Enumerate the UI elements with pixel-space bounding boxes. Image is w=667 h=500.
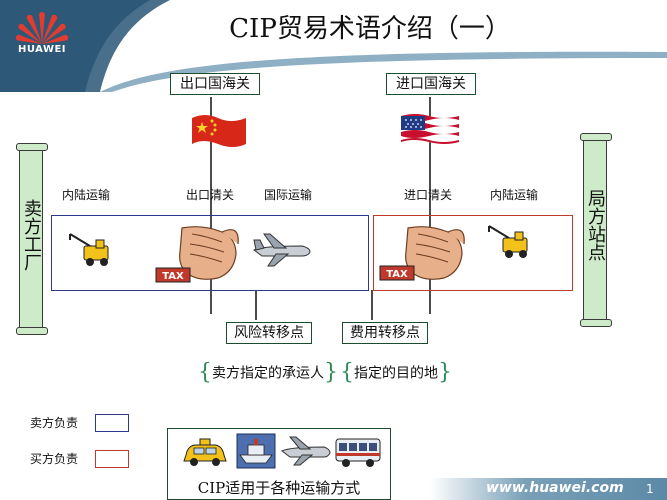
transport-modes-caption: CIP适用于各种运输方式: [197, 479, 361, 497]
cost-transfer-point-label: 费用转移点: [342, 322, 428, 344]
inland-transport-left-label: 内陆运输: [62, 188, 111, 202]
usa-flag-icon: [401, 114, 459, 144]
tax-fist-icon: TAX: [155, 226, 239, 283]
page-number: 1: [646, 482, 654, 496]
forklift-icon: [488, 225, 528, 258]
ship-icon: [236, 433, 276, 469]
forklift-icon: [69, 233, 109, 266]
risk-transfer-point-label: 风险转移点: [226, 322, 312, 344]
huawei-logo-icon: [15, 12, 69, 44]
tax-fist-icon: TAX: [379, 226, 465, 281]
destination-annotation: {指定的目的地}: [340, 360, 452, 385]
seller-responsibility-region: [51, 215, 369, 291]
buyer-responsibility-region: [373, 215, 573, 291]
export-customs-label: 出口国海关: [170, 73, 260, 95]
inland-transport-right-label: 内陆运输: [490, 188, 539, 202]
page-title: CIP贸易术语介绍（一）: [229, 14, 511, 44]
export-clearance-label: 出口清关: [186, 188, 235, 202]
china-flag-icon: [192, 115, 246, 147]
buyer-station-scroll: 局方站点: [580, 133, 612, 327]
taxi-icon: [183, 438, 227, 466]
footer-band: [430, 478, 667, 500]
seller-factory-scroll: 卖方工厂: [16, 143, 48, 335]
legend-seller-swatch: [95, 414, 129, 432]
carrier-annotation: {卖方指定的承运人}: [198, 360, 338, 385]
airplane-icon: [253, 233, 311, 267]
transport-modes-box: CIP适用于各种运输方式: [167, 428, 391, 500]
destination-annotation-text: 指定的目的地: [354, 365, 438, 382]
legend-buyer-label: 买方负责: [30, 452, 79, 466]
buyer-station-label: 局方站点: [585, 189, 606, 261]
tax-label: TAX: [162, 271, 184, 282]
legend-seller-label: 卖方负责: [30, 416, 79, 430]
tax-label: TAX: [386, 269, 408, 280]
intl-transport-label: 国际运输: [264, 188, 313, 202]
seller-factory-label: 卖方工厂: [21, 199, 42, 271]
import-customs-label: 进口国海关: [386, 73, 476, 95]
import-clearance-label: 进口清关: [404, 188, 453, 202]
carrier-annotation-text: 卖方指定的承运人: [212, 365, 324, 382]
footer-url: www.huawei.com: [486, 480, 624, 496]
airplane-icon: [281, 436, 331, 466]
bus-icon: [335, 438, 381, 467]
legend-buyer-swatch: [95, 450, 129, 468]
brand-name: HUAWEI: [17, 44, 67, 55]
